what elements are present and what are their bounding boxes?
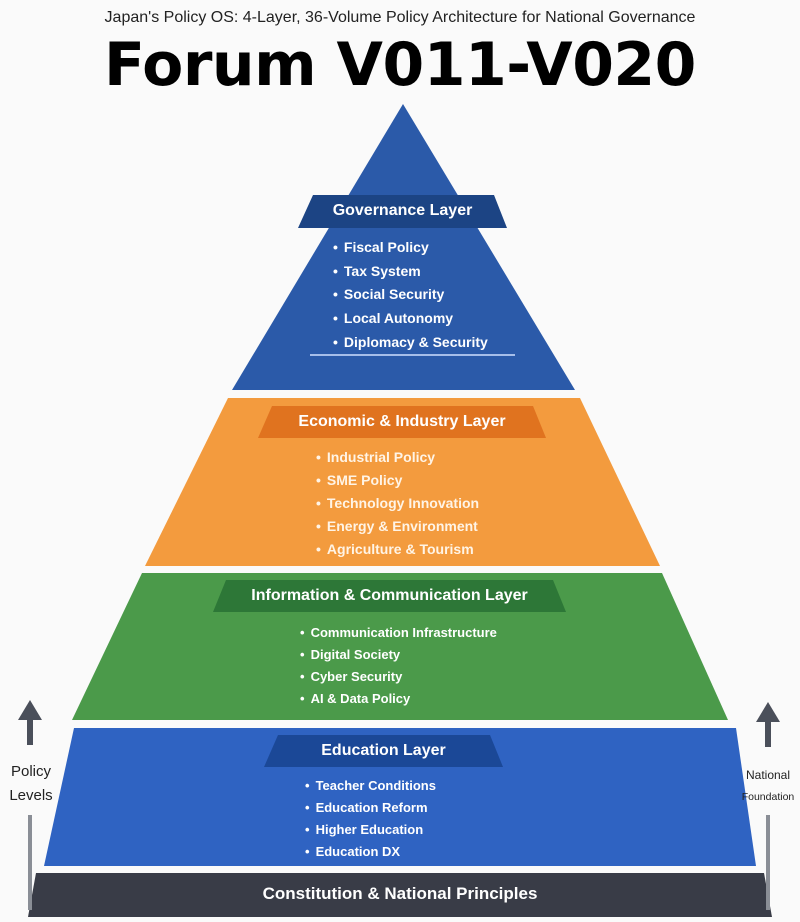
list-item: Agriculture & Tourism	[316, 538, 479, 561]
economic-header-band	[258, 406, 546, 438]
right-axis-line	[766, 815, 770, 910]
layer-title-information: Information & Communication Layer	[251, 587, 528, 604]
list-item: Local Autonomy	[333, 307, 488, 331]
right-axis-line2: Foundation	[741, 791, 795, 803]
base-layer-shape	[28, 873, 772, 917]
list-item: Technology Innovation	[316, 492, 479, 515]
page-title: Forum V011-V020	[104, 30, 696, 100]
right-axis-line1: National	[745, 768, 791, 782]
list-item: Tax System	[333, 260, 488, 284]
list-item: Diplomacy & Security	[333, 331, 488, 355]
information-items: Communication Infrastructure Digital Soc…	[300, 622, 497, 710]
arrow-up-icon	[18, 700, 42, 720]
list-item: Social Security	[333, 283, 488, 307]
list-item: SME Policy	[316, 469, 479, 492]
list-item: Education Reform	[305, 797, 436, 819]
governance-items: Fiscal Policy Tax System Social Security…	[333, 236, 488, 355]
arrow-up-icon	[756, 702, 780, 722]
base-label: Constitution & National Principles	[262, 884, 538, 903]
economic-items: Industrial Policy SME Policy Technology …	[316, 446, 479, 561]
list-item: Communication Infrastructure	[300, 622, 497, 644]
list-item: Digital Society	[300, 644, 497, 666]
right-axis-label: National Foundation	[736, 764, 800, 808]
left-axis-label: Policy Levels	[0, 760, 62, 808]
list-item: Energy & Environment	[316, 515, 479, 538]
list-item: Industrial Policy	[316, 446, 479, 469]
subtitle: Japan's Policy OS: 4-Layer, 36-Volume Po…	[104, 9, 696, 26]
layer-title-education: Education Layer	[321, 742, 446, 759]
left-axis-line	[28, 815, 32, 910]
list-item: Cyber Security	[300, 666, 497, 688]
left-axis-line2: Levels	[9, 787, 53, 804]
governance-header-band	[298, 195, 507, 228]
list-item: Teacher Conditions	[305, 775, 436, 797]
list-item: Fiscal Policy	[333, 236, 488, 260]
list-item: Education DX	[305, 841, 436, 863]
list-item: AI & Data Policy	[300, 688, 497, 710]
list-item: Higher Education	[305, 819, 436, 841]
left-axis-line1: Policy	[10, 763, 51, 780]
right-arrow-shaft	[765, 721, 771, 747]
layer-title-economic: Economic & Industry Layer	[298, 413, 506, 430]
left-arrow-shaft	[27, 719, 33, 745]
information-header-band	[213, 580, 566, 612]
education-header-band	[264, 735, 503, 767]
education-items: Teacher Conditions Education Reform High…	[305, 775, 436, 863]
layer-title-governance: Governance Layer	[332, 202, 473, 219]
